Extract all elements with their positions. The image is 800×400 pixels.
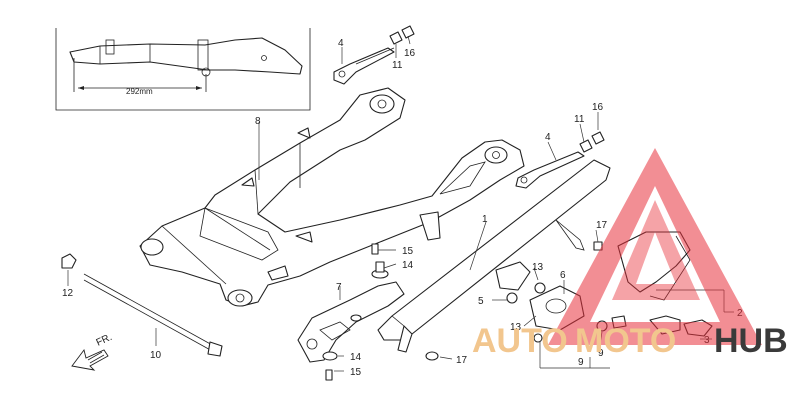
callout-7: 7 <box>336 282 342 293</box>
watermark-text-moto: MOTO <box>575 322 676 360</box>
callout-13-upper: 13 <box>532 262 544 273</box>
watermark-logo: AUTO MOTO HUB <box>472 148 788 360</box>
pivot-bolt <box>83 273 223 357</box>
callout-17-lower: 17 <box>456 355 468 366</box>
callout-4-middle: 4 <box>545 132 551 143</box>
callout-9-lower: 9 <box>578 357 584 368</box>
callout-1: 1 <box>482 214 488 225</box>
chain-guide <box>297 281 405 363</box>
front-direction-arrow: FR. <box>71 332 114 371</box>
callout-9-upper: 9 <box>598 348 604 359</box>
small-hardware <box>61 241 603 381</box>
callout-8: 8 <box>255 116 261 127</box>
callout-14-upper: 14 <box>402 260 414 271</box>
callout-16-middle: 16 <box>592 102 604 113</box>
watermark-text-auto: AUTO <box>472 322 568 360</box>
callout-16-upper: 16 <box>404 48 416 59</box>
chain-adjuster-middle <box>515 131 605 189</box>
callout-11-upper: 11 <box>392 60 403 71</box>
swingarm <box>139 87 525 307</box>
callout-12: 12 <box>62 288 74 299</box>
chain-adjuster-upper <box>333 25 415 85</box>
inset-dimension-label: 292mm <box>126 87 153 96</box>
callout-15-upper: 15 <box>402 246 414 257</box>
inset-box: 292mm <box>55 28 311 111</box>
callout-10: 10 <box>150 350 162 361</box>
callout-17-upper: 17 <box>596 220 608 231</box>
callout-15-lower: 15 <box>350 367 362 378</box>
chain-case <box>377 159 611 353</box>
callout-5: 5 <box>478 296 484 307</box>
callout-6: 6 <box>560 270 566 281</box>
watermark-text-hub: HUB <box>714 322 788 360</box>
inset-swingarm-sketch <box>69 37 303 92</box>
callout-4-upper: 4 <box>338 38 344 49</box>
front-direction-label: FR. <box>95 332 114 349</box>
callout-13-lower: 13 <box>510 322 522 333</box>
callout-14-lower: 14 <box>350 352 362 363</box>
callout-11-middle: 11 <box>574 114 585 125</box>
